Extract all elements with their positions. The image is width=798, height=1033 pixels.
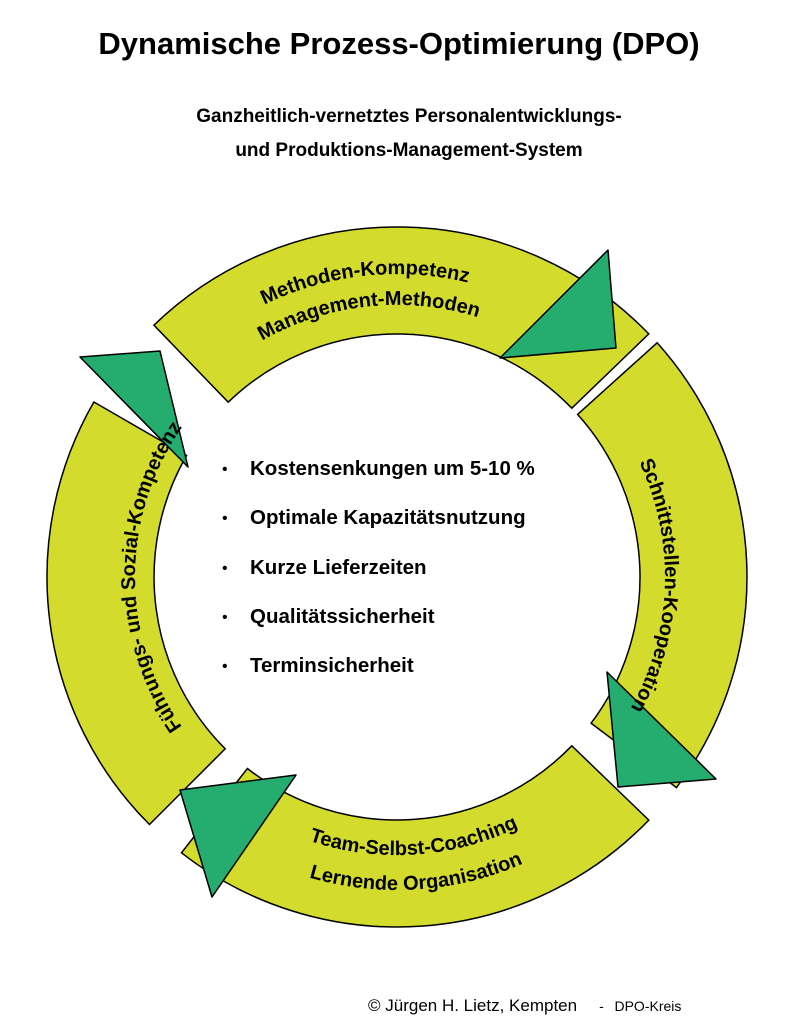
- subtitle: Ganzheitlich-vernetztes Personalentwickl…: [0, 100, 798, 168]
- ring-segment-top: [152, 226, 650, 410]
- list-item: • Kurze Lieferzeiten: [222, 556, 535, 605]
- ring-segment-left: [46, 400, 227, 826]
- page-title: Dynamische Prozess-Optimierung (DPO): [98, 26, 700, 61]
- list-item: • Optimale Kapazitätsnutzung: [222, 506, 535, 555]
- bullet-icon: •: [222, 608, 228, 626]
- arrow-head-bottom-right-icon: [606, 671, 717, 788]
- arrow-head-bottom-left-icon: [179, 774, 297, 898]
- footer-separator: -: [599, 998, 604, 1014]
- subtitle-line-1: Ganzheitlich-vernetztes Personalentwickl…: [196, 106, 622, 127]
- benefit-text: Kurze Lieferzeiten: [250, 555, 427, 579]
- footer: © Jürgen H. Lietz, Kempten - DPO-Kreis: [368, 996, 681, 1016]
- bullet-icon: •: [222, 510, 228, 528]
- benefits-list: • Kostensenkungen um 5-10 % • Optimale Kap…: [222, 457, 535, 703]
- list-item: • Qualitätssicherheit: [222, 605, 535, 654]
- arrow-head-top-right-icon: [499, 249, 617, 359]
- arrow-head-top-left-icon: [79, 350, 189, 468]
- ring-segment-bottom: [180, 744, 650, 928]
- benefit-text: Qualitätssicherheit: [250, 604, 435, 628]
- list-item: • Terminsicherheit: [222, 654, 535, 703]
- diagram-label: DPO-Kreis: [614, 998, 682, 1014]
- bullet-icon: •: [222, 559, 228, 577]
- copyright: © Jürgen H. Lietz, Kempten: [368, 996, 578, 1015]
- benefit-text: Optimale Kapazitätsnutzung: [250, 506, 526, 530]
- bullet-icon: •: [222, 658, 228, 676]
- subtitle-line-2: und Produktions-Management-System: [235, 140, 583, 161]
- bullet-icon: •: [222, 461, 228, 478]
- benefit-text: Terminsicherheit: [250, 654, 414, 678]
- benefit-text: Kostensenkungen um 5-10 %: [250, 457, 535, 480]
- list-item: • Kostensenkungen um 5-10 %: [222, 457, 535, 506]
